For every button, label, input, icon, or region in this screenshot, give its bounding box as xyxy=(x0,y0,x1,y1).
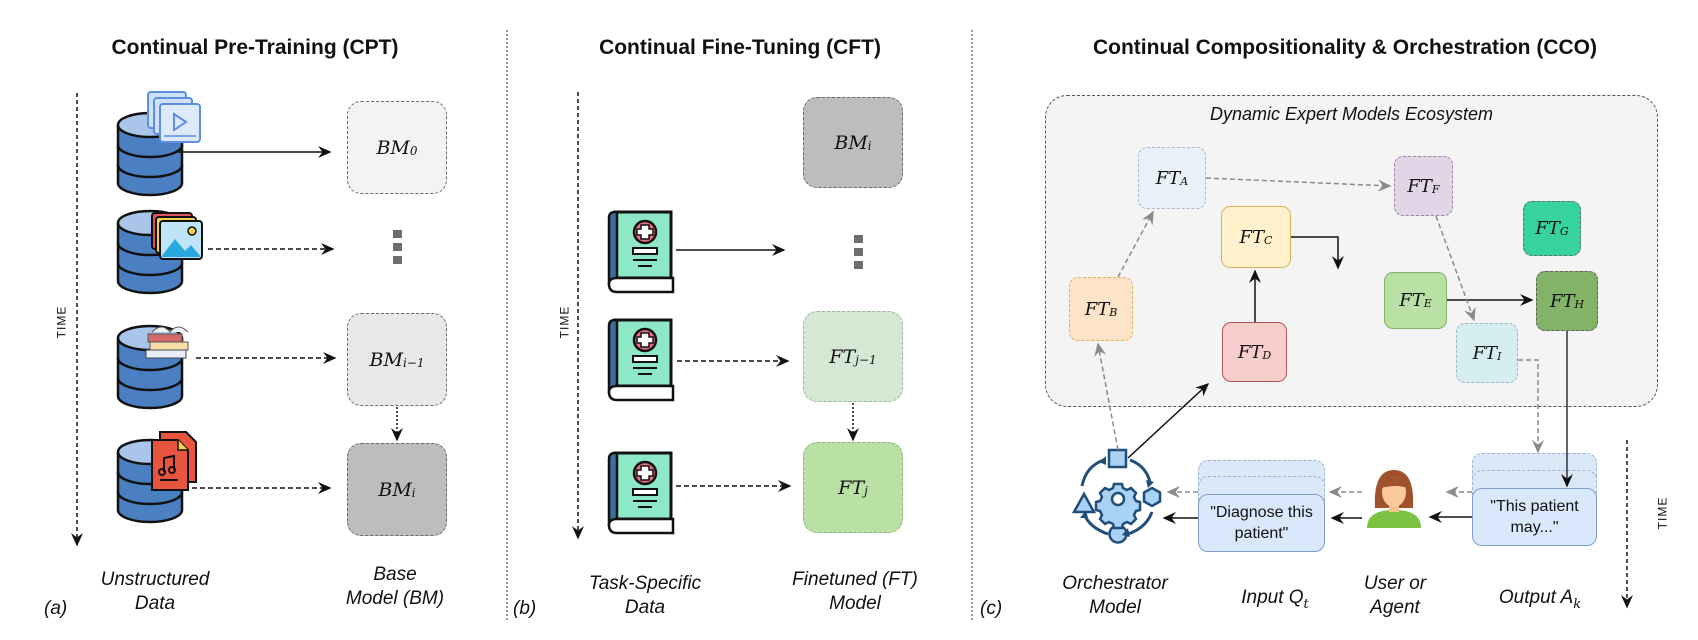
model-name: FT xyxy=(1155,167,1181,189)
model-name: BM xyxy=(378,478,412,501)
caption-finetuned-model: Finetuned (FT) Model xyxy=(780,568,930,616)
user-avatar-icon xyxy=(1367,470,1421,528)
caption-line: Unstructured xyxy=(100,569,210,590)
caption-unstructured-data: Unstructured Data xyxy=(80,568,230,616)
caption-subscript: k xyxy=(1573,596,1582,612)
caption-line: User or xyxy=(1363,573,1427,594)
caption-line: Model xyxy=(829,593,881,614)
panel-label-b: (b) xyxy=(513,598,537,619)
caption-base-model: Base Model (BM) xyxy=(330,563,460,611)
caption-line: Data xyxy=(624,597,666,618)
time-axis-label: TIME xyxy=(1655,496,1670,530)
caption-orchestrator-model: Orchestrator Model xyxy=(1050,572,1180,620)
database-image-icon xyxy=(116,209,203,295)
model-name: FT xyxy=(1407,175,1432,197)
medical-book-icon xyxy=(607,451,675,535)
model-name: BM xyxy=(376,136,410,159)
model-name: FT xyxy=(1084,298,1110,320)
panel-label-a: (a) xyxy=(44,598,68,619)
caption-subscript: t xyxy=(1303,596,1309,612)
model-subscript: i−1 xyxy=(402,355,425,370)
model-subscript: G xyxy=(1559,225,1569,238)
model-name: BM xyxy=(369,348,403,371)
model-subscript: H xyxy=(1574,297,1585,311)
model-subscript: E xyxy=(1423,297,1432,310)
database-video-icon xyxy=(116,91,201,197)
model-subscript: 0 xyxy=(409,143,418,158)
medical-book-icon xyxy=(607,210,675,294)
time-axis-label: TIME xyxy=(557,305,572,339)
panel-separator xyxy=(506,30,508,620)
model-subscript: D xyxy=(1262,348,1272,362)
orchestrator-icon xyxy=(1071,448,1162,544)
model-subscript: I xyxy=(1497,349,1502,363)
model-name: FT xyxy=(1239,226,1265,248)
model-name: FT xyxy=(1535,218,1560,239)
caption-input: Input Qt xyxy=(1220,586,1330,617)
panel-separator xyxy=(971,30,973,620)
database-books-icon xyxy=(116,324,189,410)
time-axis-label: TIME xyxy=(54,305,69,339)
panel-a-title: Continual Pre-Training (CPT) xyxy=(111,36,399,59)
model-subscript: A xyxy=(1180,174,1189,188)
caption-line: Agent xyxy=(1370,597,1420,618)
model-name: FT xyxy=(1549,290,1575,312)
model-subscript: i xyxy=(411,485,416,500)
caption-line: Task-Specific xyxy=(588,573,702,594)
caption-text: Input Q xyxy=(1241,587,1304,608)
model-name: FT xyxy=(829,345,856,368)
model-subscript: F xyxy=(1431,182,1440,196)
model-subscript: C xyxy=(1264,233,1273,247)
model-name: BM xyxy=(834,131,868,154)
caption-output: Output Ak xyxy=(1480,586,1600,617)
model-name: FT xyxy=(1472,342,1498,364)
model-subscript: B xyxy=(1109,305,1118,319)
caption-line: Orchestrator xyxy=(1062,573,1168,594)
caption-line: Finetuned (FT) xyxy=(792,569,918,590)
ellipsis-icon xyxy=(854,235,863,274)
caption-line: Model xyxy=(1089,597,1141,618)
caption-text: Output A xyxy=(1498,587,1574,608)
ecosystem-title: Dynamic Expert Models Ecosystem xyxy=(1209,104,1494,124)
model-name: FT xyxy=(1237,341,1263,363)
panel-c-title: Continual Compositionality & Orchestrati… xyxy=(1092,36,1597,59)
model-name: FT xyxy=(838,476,865,499)
caption-user-or-agent: User or Agent xyxy=(1340,572,1450,620)
caption-task-specific-data: Task-Specific Data xyxy=(570,572,720,620)
panel-label-c: (c) xyxy=(980,598,1003,619)
model-subscript: j xyxy=(864,483,868,498)
model-name: FT xyxy=(1399,290,1424,311)
ellipsis-icon xyxy=(393,230,402,269)
model-subscript: j−1 xyxy=(855,352,877,367)
input-message-box: "Diagnose this patient" xyxy=(1198,494,1325,552)
model-subscript: i xyxy=(867,138,872,153)
caption-line: Model (BM) xyxy=(345,588,445,609)
caption-line: Base xyxy=(373,564,417,585)
output-message-box: "This patient may..." xyxy=(1472,488,1597,546)
caption-line: Data xyxy=(134,593,176,614)
panel-b-title: Continual Fine-Tuning (CFT) xyxy=(599,36,881,59)
medical-book-icon xyxy=(607,318,675,402)
database-audio-icon xyxy=(116,431,197,524)
